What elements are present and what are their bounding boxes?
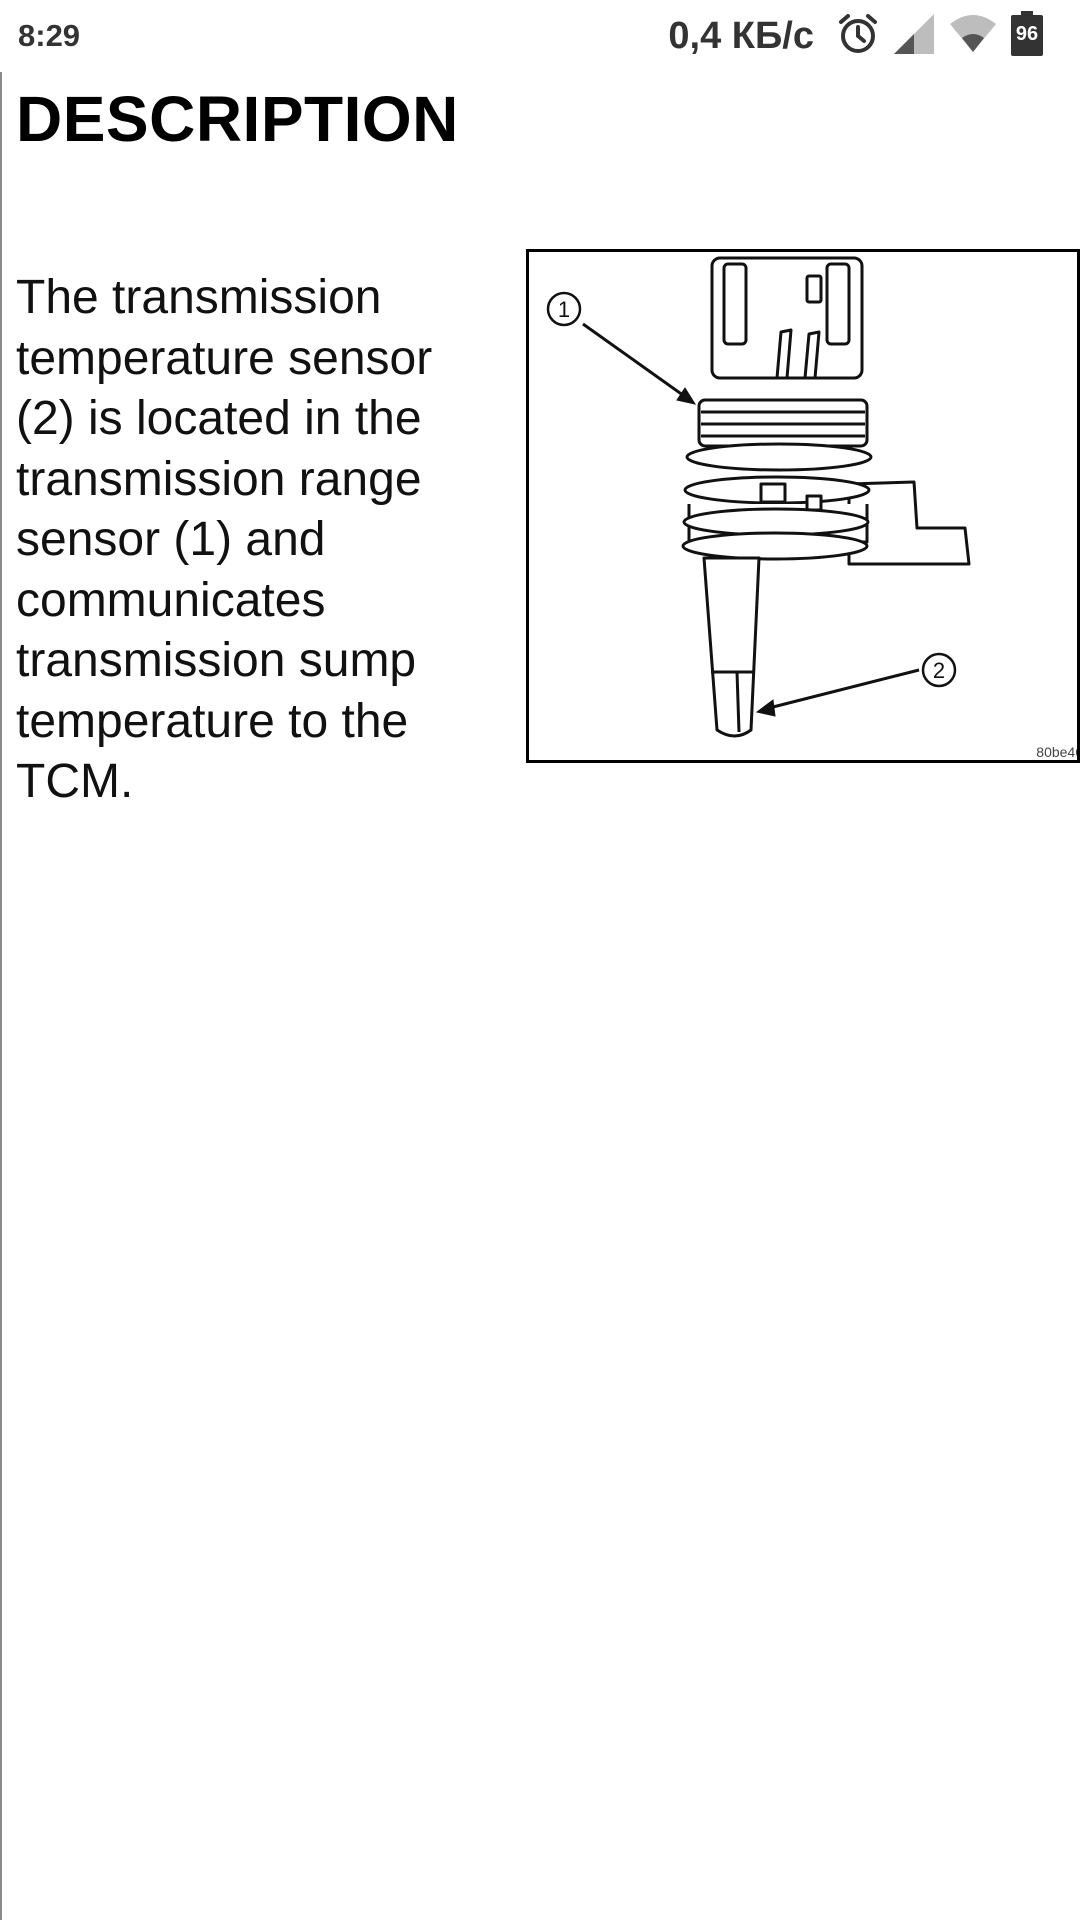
cell-signal-icon [892, 12, 936, 61]
description-text: The transmission temperature sensor (2) … [16, 271, 433, 808]
callout-1-circle [546, 291, 582, 327]
sensor-drawing: 1 2 [546, 256, 971, 738]
battery-level: 96 [1015, 22, 1039, 45]
page-left-border [0, 72, 2, 1920]
callout-2-label: 2 [933, 658, 945, 683]
alarm-clock-icon [836, 12, 880, 61]
status-icons: 0,4 КБ/с 96 [668, 10, 1044, 62]
network-speed: 0,4 КБ/с [668, 14, 814, 57]
status-bar: 8:29 0,4 КБ/с [0, 0, 1080, 72]
status-time: 8:29 [18, 18, 81, 53]
figure-code: 80be46 [1036, 744, 1080, 760]
battery-icon: 96 [1010, 10, 1044, 62]
sensor-illustration: 1 2 80be46 [526, 249, 1080, 763]
callout-1-label: 1 [558, 297, 570, 322]
wifi-icon [948, 12, 998, 61]
callout-2-circle [921, 652, 957, 688]
page-title: DESCRIPTION [16, 83, 459, 155]
